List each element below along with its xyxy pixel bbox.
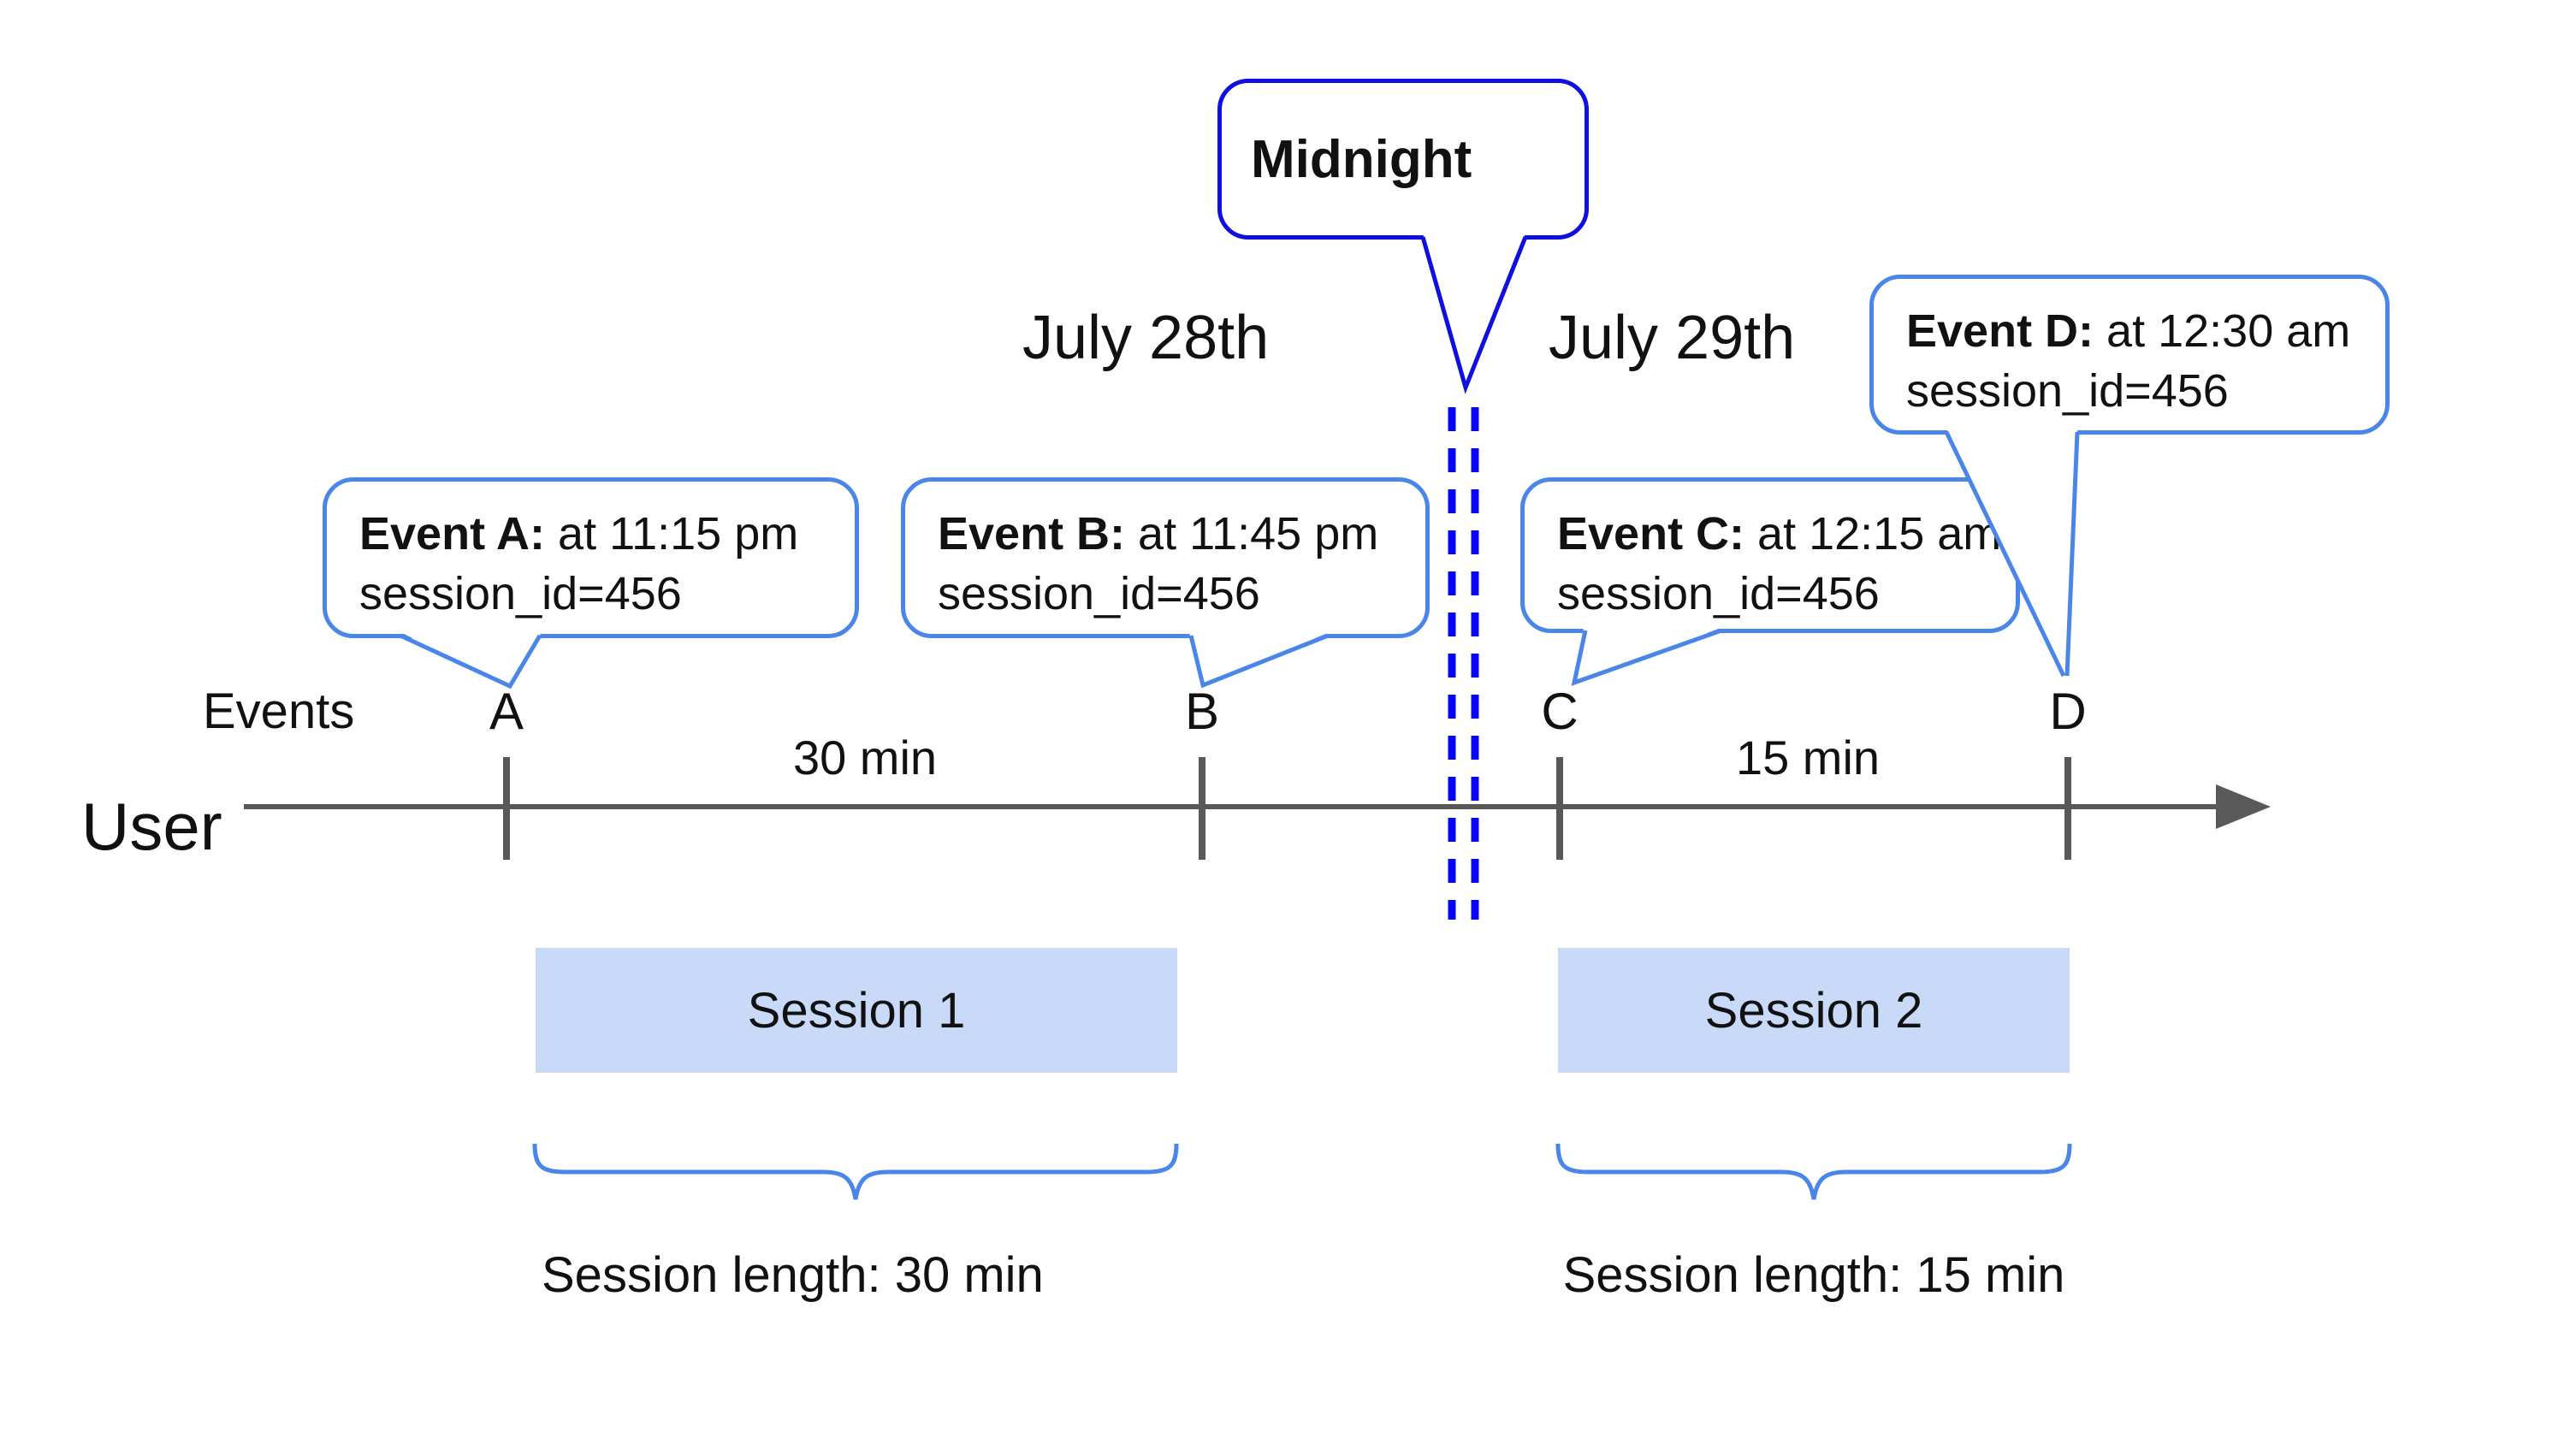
midnight-tail-icon bbox=[1420, 236, 1528, 394]
event-d-time: at 12:30 am bbox=[2094, 305, 2351, 357]
event-a-session-id: session_id=456 bbox=[359, 568, 682, 619]
event-tick-a bbox=[503, 757, 510, 860]
event-c-session-id: session_id=456 bbox=[1557, 568, 1880, 619]
event-letter-a: A bbox=[489, 683, 524, 740]
session1-box: Session 1 bbox=[536, 948, 1177, 1073]
session1-length-label: Session length: 30 min bbox=[542, 1247, 1044, 1303]
event-a-tail-fill bbox=[400, 632, 542, 686]
event-b-tail-fill bbox=[1189, 632, 1330, 685]
event-c-tail-icon bbox=[1571, 628, 1722, 686]
event-tick-b bbox=[1199, 757, 1205, 860]
date-label-july-28: July 28th bbox=[1022, 304, 1270, 372]
midnight-callout: Midnight bbox=[1217, 79, 1589, 240]
event-letter-d: D bbox=[2049, 683, 2087, 740]
interval-label-15min: 15 min bbox=[1735, 731, 1881, 784]
event-c-time: at 12:15 am bbox=[1744, 508, 2002, 559]
event-b-session-id: session_id=456 bbox=[938, 568, 1260, 619]
date-label-july-29: July 29th bbox=[1549, 304, 1796, 372]
event-d-session-id: session_id=456 bbox=[1906, 365, 2229, 417]
event-d-line1: Event D: at 12:30 am bbox=[1906, 301, 2360, 361]
session2-brace bbox=[1555, 1143, 2072, 1200]
event-d-tail-right-line bbox=[2064, 431, 2080, 677]
timeline-arrowhead-icon bbox=[2216, 784, 2271, 829]
event-letter-b: B bbox=[1184, 683, 1220, 740]
event-a-tail-icon bbox=[399, 633, 542, 690]
event-a-callout: Event A: at 11:15 pm session_id=456 bbox=[323, 477, 859, 638]
event-b-tail-icon bbox=[1188, 633, 1329, 689]
midnight-callout-label: Midnight bbox=[1251, 129, 1472, 189]
interval-label-30min: 30 min bbox=[792, 731, 938, 784]
midnight-tail-fill bbox=[1423, 234, 1525, 388]
event-b-name: Event B: bbox=[938, 508, 1126, 559]
user-axis-label: User bbox=[81, 789, 222, 864]
session2-box: Session 2 bbox=[1558, 948, 2070, 1073]
event-d-tail-left-line bbox=[1944, 430, 2066, 678]
session2-length-label: Session length: 15 min bbox=[1562, 1247, 2065, 1303]
event-c-callout: Event C: at 12:15 am session_id=456 bbox=[1520, 477, 2020, 633]
event-b-line1: Event B: at 11:45 pm bbox=[938, 504, 1400, 564]
event-d-name: Event D: bbox=[1906, 305, 2094, 357]
session2-box-label: Session 2 bbox=[1704, 982, 1923, 1039]
event-d-tail-fill bbox=[1946, 429, 2077, 678]
events-axis-label: Events bbox=[203, 684, 355, 739]
event-a-line1: Event A: at 11:15 pm bbox=[359, 504, 829, 564]
session1-box-label: Session 1 bbox=[747, 982, 966, 1039]
event-c-name: Event C: bbox=[1557, 508, 1745, 559]
event-a-time: at 11:15 pm bbox=[545, 508, 799, 559]
event-c-line1: Event C: at 12:15 am bbox=[1557, 504, 2001, 564]
event-b-callout: Event B: at 11:45 pm session_id=456 bbox=[901, 477, 1430, 638]
event-letter-c: C bbox=[1541, 683, 1579, 740]
event-b-time: at 11:45 pm bbox=[1125, 508, 1379, 559]
event-tick-d bbox=[2064, 757, 2071, 860]
event-tick-c bbox=[1556, 757, 1563, 860]
event-a-name: Event A: bbox=[359, 508, 546, 559]
session1-brace bbox=[532, 1143, 1179, 1200]
event-d-callout: Event D: at 12:30 am session_id=456 bbox=[1869, 275, 2390, 435]
